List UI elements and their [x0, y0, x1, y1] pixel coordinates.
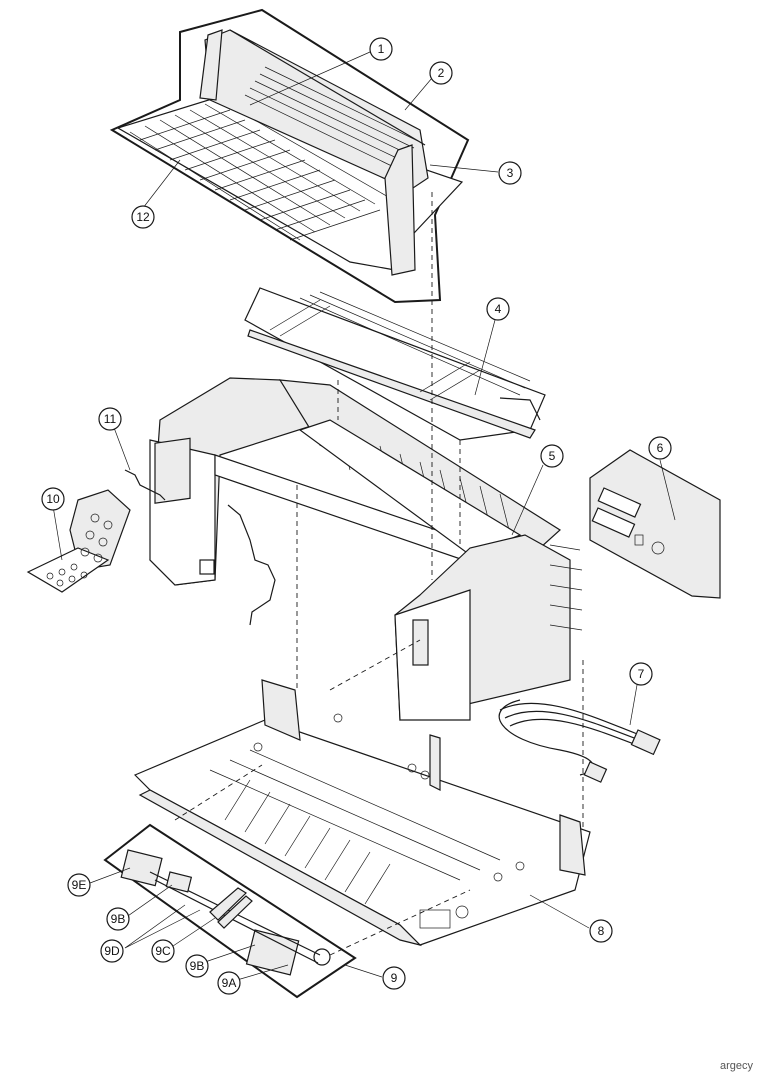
callout-9B-bottom-label: 9B — [190, 959, 205, 973]
callout-9A-label: 9A — [222, 976, 237, 990]
callout-7: 7 — [629, 662, 653, 686]
callout-7-label: 7 — [638, 667, 645, 681]
callout-2: 2 — [429, 61, 453, 85]
callout-5: 5 — [540, 444, 564, 468]
callout-5-label: 5 — [549, 449, 556, 463]
callout-12: 12 — [131, 205, 155, 229]
power-cord — [498, 699, 661, 783]
callout-9B-bottom: 9B — [185, 954, 209, 978]
callout-9C: 9C — [151, 939, 175, 963]
operator-panel — [26, 489, 131, 593]
rear-panel — [589, 449, 721, 599]
callout-6-label: 6 — [657, 441, 664, 455]
leader-lines — [52, 51, 676, 981]
callout-9: 9 — [382, 966, 406, 990]
callout-8-label: 8 — [598, 924, 605, 938]
base-frame — [133, 679, 591, 947]
callout-3-label: 3 — [507, 166, 514, 180]
callout-9B-top-label: 9B — [111, 912, 126, 926]
callout-9-label: 9 — [391, 971, 398, 985]
callout-9D: 9D — [100, 939, 124, 963]
printer-top-cover — [149, 377, 583, 721]
callout-9A: 9A — [217, 971, 241, 995]
callout-6: 6 — [648, 436, 672, 460]
callout-11-label: 11 — [104, 412, 117, 426]
ribbon-cable — [124, 469, 276, 626]
tractor-assembly-boundary — [103, 823, 357, 999]
top-cover-assembly — [116, 29, 464, 276]
callout-12-label: 12 — [136, 210, 150, 224]
callout-4: 4 — [486, 297, 510, 321]
tractor-assembly — [120, 849, 331, 976]
callout-4-label: 4 — [495, 302, 502, 316]
callout-9C-label: 9C — [155, 944, 171, 958]
callout-8: 8 — [589, 919, 613, 943]
callout-10-label: 10 — [46, 492, 60, 506]
access-cover — [244, 287, 546, 441]
callout-9E-label: 9E — [72, 878, 87, 892]
callout-2-label: 2 — [438, 66, 445, 80]
callout-9E: 9E — [67, 873, 91, 897]
callout-10: 10 — [41, 487, 65, 511]
top-assembly-boundary — [109, 8, 470, 304]
callout-9B-top: 9B — [106, 907, 130, 931]
callout-11: 11 — [98, 407, 122, 431]
alignment-lines — [174, 192, 584, 956]
callout-3: 3 — [498, 161, 522, 185]
watermark: argecy — [719, 1060, 753, 1072]
callout-1: 1 — [369, 37, 393, 61]
callout-1-label: 1 — [378, 42, 385, 56]
callout-9D-label: 9D — [104, 944, 120, 958]
